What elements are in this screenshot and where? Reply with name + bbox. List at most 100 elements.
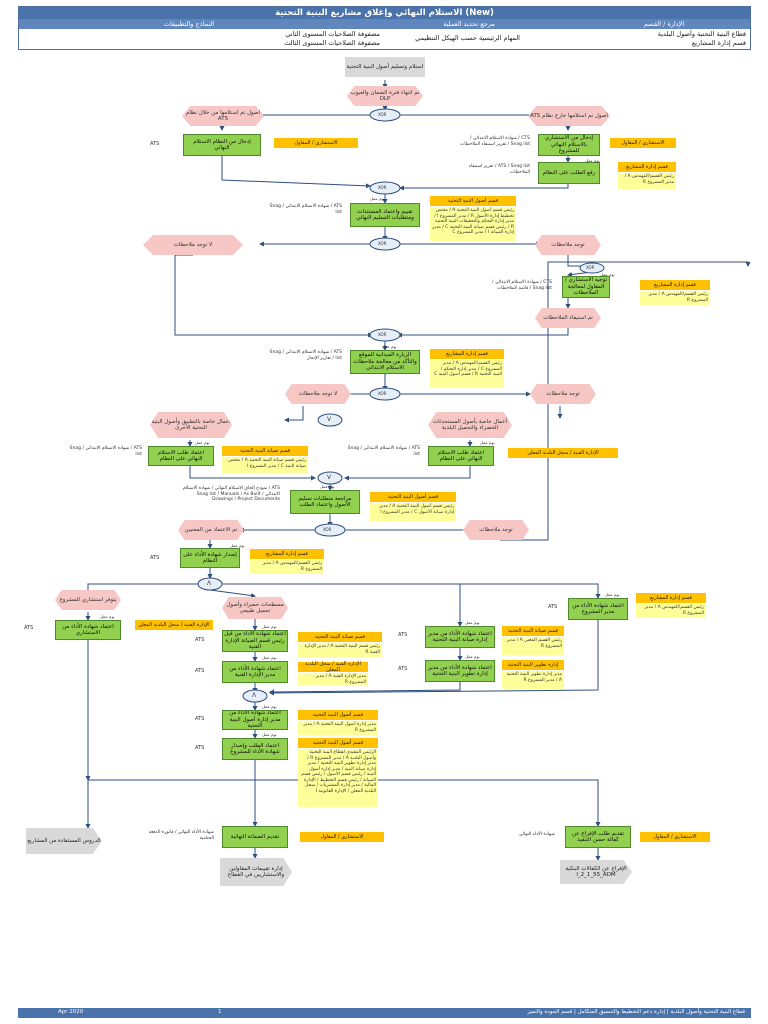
day-tag-5: يوم عمل [195,440,210,445]
event-no-notes2: لا توجد ملاحظات [285,384,351,404]
role-consultant-4: الاستشاري / المقاول [640,832,710,842]
note-4: رئيس القسم/المهندس A / مدير المشروع C / … [430,360,504,388]
role-maint-3: قسم صيانة البنية التحتية [502,626,564,636]
task-review: مراجعة متطلبات تسليم الأصول واعتماد الطل… [290,490,360,514]
role-pm-2: قسم إدارة المشاريع [640,280,710,290]
task-left1: إدخال من النظام الاستلام النهائي [183,134,261,156]
day-tag-1: يوم عمل [585,158,600,163]
day-tag-7: يوم عمل [320,484,335,489]
event-no-notes1: لا توجد ملاحظات [143,235,243,255]
note-3: رئيس القسم/المهندس A / مدير المشروع R [640,291,710,305]
info-other: ATS / شهادة الاستلام الابتدائي / Snag li… [69,446,142,457]
event-dlp: تم انتهاء فترة الضمان والعيوب DLP [347,86,423,106]
ats-tag-2: ATS [150,555,160,561]
task-right1: إدخال من الاستشاري بالاستلام النهائي للم… [538,134,600,156]
info-visit: ATS / شهادة الاستلام الابتدائي / Snag li… [269,350,342,361]
ats-tag-5: ATS [195,668,205,674]
col-ref: مرجع تحديد العملية [443,20,495,28]
ats-tag-4: ATS [195,637,205,643]
task-submit: تقديم طلب الإفراج عن كفالة حسن التنفيذ [565,826,631,848]
task-consult-ok: اعتماد شهادة الأداء من الاستشاري [55,620,121,640]
footer-bar: Apr 2020 1 قطاع البنية التحتية وأصول الب… [18,1008,751,1018]
note-6: رئيس قسم أصول البنية التحتية A / مدير إد… [370,503,456,521]
sector-line2: قسم إدارة المشاريع [691,39,746,47]
header-body: قطاع البنية التحتية وأصول البلدية قسم إد… [19,29,750,50]
role-consultant-3: الاستشاري / المقاول [300,832,384,842]
day-tag-3: يوم عمل [600,272,615,277]
ats-tag-1: ATS [150,141,160,147]
note-2: رئيس قسم أصول البنية التحتية A / مختص تخ… [430,207,516,241]
end-release: الإفراج عن الكفالات البنكية I_2_1_55_ADM [560,860,632,884]
event-notes3: توجد ملاحظات [463,520,529,540]
and-label-1: Λ [207,580,212,587]
role-consultant-1: الاستشاري / المقاول [274,138,358,148]
info-review: ATS / نموذج إلحاق الاستلام النهائي / شها… [182,486,280,502]
role-assets-1: قسم أصول البنية التحتية [430,196,516,206]
task-mgr2: اعتماد شهادة الأداء من مدير إدارة صيانة … [425,626,495,648]
event-assets: أعمال خاصة بأصول المستحدثات الخضراء والت… [428,412,512,438]
xor-label-5: XOR [378,332,387,337]
event-approved: تم الاعتماد من المعنيين [178,520,244,540]
note-9: رئيس قسم البنية التحتية A / مدير الإدارة… [298,643,382,657]
event-other: أعمال خاصة بالتطبيق وأصول البنية التحتية… [150,412,232,438]
role-maint-1: قسم صيانة البنية التحتية [222,446,308,456]
task-visit: الزيارة الميدانية للموقع والتأكد من معال… [350,350,420,374]
day-tag-8: يوم عمل [230,543,245,548]
header-table: الاستلام النهائي وإغلاق مشاريع البنية ال… [18,6,751,50]
start-node: استلام وتسليم أصول البنية التحتية [345,57,425,77]
task-final1: اعتماد شهادة الأداء من مدير إدارة أصول ا… [222,710,288,730]
day-tag-16: يوم عمل [262,732,277,737]
role-pm-5: قسم إدارة المشاريع [636,593,706,603]
event-left1: أصول تم استلامها من خلال نظام ATS [182,106,264,126]
role-maint-2: قسم صيانة البنية التحتية [298,632,382,642]
ats-tag-6: ATS [548,604,558,610]
task-mgr3: اعتماد شهادة الأداء من مدير إدارة تطوير … [425,660,495,682]
task-mgr1: اعتماد شهادة الأداء من مدير المشروع [568,598,628,620]
xor-label-7: XOR [323,527,332,532]
day-tag-12: يوم عمل [605,592,620,597]
day-tag-4: يوم عمل [382,344,397,349]
task-final2: اعتماد الطلب وإصدار شهادة الأداء للمشروع [222,738,288,760]
info-fix: CTS / شهادة الاستلام الابتدائي / Snag li… [492,280,552,291]
xor-label-4: XOR [586,265,595,270]
note-1: رئيس القسم/المهندس A / مدير المشروع R [618,173,676,189]
sector-line1: قطاع البنية التحتية وأصول البلدية [657,30,746,38]
note-13: مدير إدارة أصول البنية التحتية A / مدير … [298,721,378,735]
col-sector: الإدارة / القسم [643,20,685,28]
task-eng1: اعتماد شهادة الأداء من قبل رئيس قسم الصي… [222,630,288,652]
note-7: رئيس القسم/المهندس A / مدير المشروع R [250,560,324,574]
and-label-2: Λ [252,692,257,699]
task-assets: اعتماد طلب الاستلام النهائي على النظام [428,446,494,466]
xor-label-3: XOR [378,241,387,246]
task-mid1: تقييم واعتماد المستندات ومتطلبات التسليم… [350,203,420,227]
footer-path: قطاع البنية التحتية وأصول البلدية | إدار… [527,1009,745,1015]
event-notes2: توجد ملاحظات [530,384,596,404]
day-tag-6: يوم عمل [480,440,495,445]
or-label-1: V [327,416,332,423]
role-dev-1: إدارة تطوير البنية التحتية [502,660,564,670]
footer-page: 1 [218,1009,222,1015]
task-other: اعتماد طلب الاستلام النهائي على النظام [148,446,214,466]
info-guarantee: شهادة الأداء النهائي / فاتورة الدفعة الخ… [148,830,214,841]
ats-tag-7: ATS [398,632,408,638]
ats-tag-10: ATS [195,745,205,751]
info-assets: ATS / شهادة الاستلام الابتدائي / Snag li… [347,446,420,457]
task-cert: إصدار شهادة الأداء على النظام [180,548,240,568]
end-lessons: الدروس المستفادة من المشاريع [26,828,102,854]
xor-label-2: XOR [378,185,387,190]
role-assets-2: قسم أصول البنية التحتية [370,492,456,502]
event-notes1: توجد ملاحظات [535,235,601,255]
role-assets-4: قسم أصول البنية التحتية [298,738,378,748]
task-guarantee: تقديم الضمانة النهائية [222,826,288,848]
page-title: الاستلام النهائي وإغلاق مشاريع البنية ال… [19,7,750,19]
note-12: مدير إدارة تطوير البنية التحتية A / مدير… [502,671,564,689]
xor-label-1: XOR [378,112,387,117]
day-tag-13: يوم عمل [465,620,480,625]
role-tech-3: الإدارة الفنية / سجل البلدية المعلن [298,661,368,673]
task-eng2: اعتماد شهادة الأداء من مدير الإدارة الفن… [222,661,288,683]
day-tag-15: يوم عمل [262,704,277,709]
footer-date: Apr 2020 [58,1009,84,1015]
ats-tag-9: ATS [195,716,205,722]
day-tag-11: يوم عمل [262,655,277,660]
ats-tag-8: ATS [398,666,408,672]
